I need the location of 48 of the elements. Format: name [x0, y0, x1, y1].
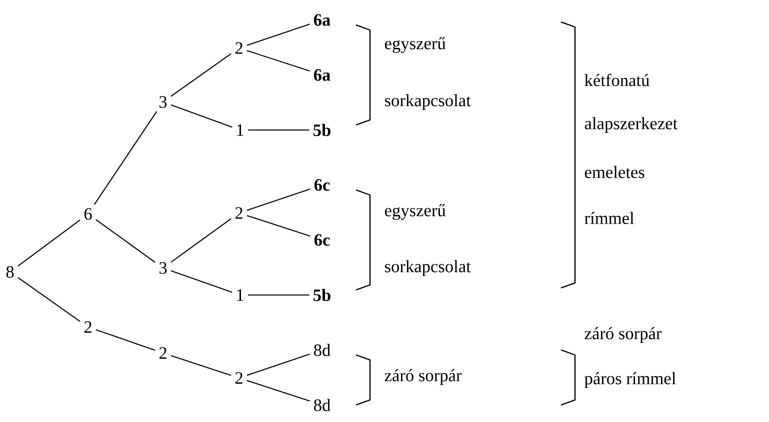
label-text: egyszerű	[384, 37, 446, 53]
tree-line	[248, 129, 310, 131]
label-text: záró sorpár	[584, 327, 662, 343]
tree-line	[96, 329, 156, 351]
tree-value: 8d	[314, 344, 330, 356]
tree-value: 6a	[314, 69, 330, 81]
tree-line	[246, 380, 310, 402]
tree-value: 8d	[314, 398, 330, 412]
tree-line	[246, 215, 310, 237]
tree-line	[170, 53, 232, 97]
tree-value: 5b	[314, 288, 330, 302]
tree-value: 6	[84, 208, 92, 220]
tree-value: 6c	[314, 179, 330, 191]
tree-value: 2	[235, 372, 242, 384]
tree-line	[170, 218, 232, 263]
tree-line	[248, 294, 310, 296]
tree-value: 1	[237, 124, 244, 136]
tree-value: 3	[160, 96, 167, 108]
tree-line	[94, 111, 158, 205]
label-text: sorkapcsolat	[384, 94, 471, 110]
tree-value: 5b	[314, 124, 330, 136]
tree-line	[246, 354, 310, 376]
tree-value: 2	[235, 42, 242, 54]
label-text: egyszerű	[384, 204, 446, 220]
label-text: páros rímmel	[584, 372, 676, 388]
tree-value: 6c	[314, 234, 330, 246]
tree-value: 1	[237, 289, 244, 301]
label-text: emeletes	[584, 166, 644, 178]
tree-line	[18, 277, 80, 322]
label-text: sorkapcsolat	[384, 260, 471, 276]
tree-line	[96, 219, 156, 263]
tree-value: 6a	[314, 14, 330, 26]
label-text: záró sorpár	[384, 369, 462, 385]
tree-value: 2	[235, 207, 242, 219]
tree-line	[246, 24, 310, 46]
label-text: kétfonatú	[584, 74, 650, 86]
tree-value: 2	[159, 347, 166, 359]
tree-line	[170, 355, 232, 376]
tree-line	[18, 219, 80, 267]
tree-value: 8	[6, 266, 14, 278]
tree-value: 2	[84, 321, 92, 333]
tree-value: 3	[160, 262, 167, 274]
label-text: alapszerkezet	[584, 117, 678, 133]
tree-line	[246, 188, 310, 211]
tree-line	[170, 104, 232, 128]
tree-line	[170, 270, 232, 293]
label-text: rímmel	[584, 212, 634, 224]
tree-line	[246, 50, 310, 72]
